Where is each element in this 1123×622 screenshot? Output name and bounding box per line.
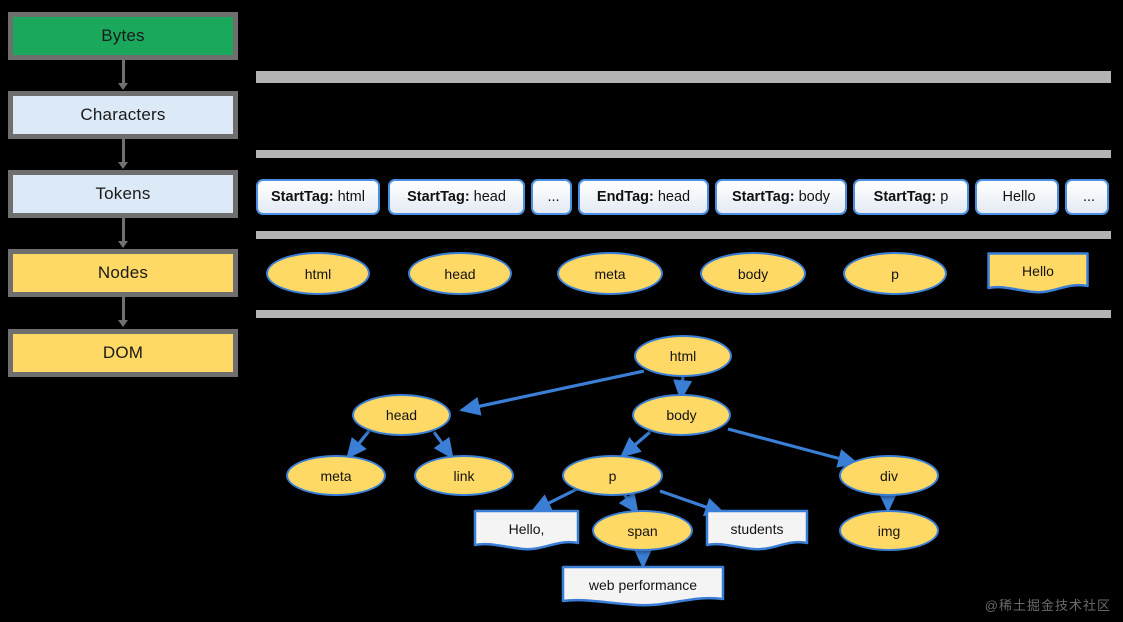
pipeline-connector-1 (122, 60, 125, 86)
separator-bar-nodes-bottom (256, 310, 1111, 318)
tree-node-img: img (839, 510, 939, 551)
node-chip-body: body (700, 252, 806, 295)
tree-node-label: Hello, (508, 520, 545, 537)
document-shape (473, 509, 580, 551)
tree-node-link: link (414, 455, 514, 496)
tree-node-label: body (666, 407, 697, 423)
watermark: @稀土掘金技术社区 (984, 598, 1111, 613)
pipeline-connector-3 (122, 218, 125, 244)
tree-node-head: head (352, 394, 451, 436)
pipeline-step-label: Characters (80, 105, 166, 124)
tree-node-label: head (385, 407, 418, 423)
tree-node-label: students (730, 520, 784, 537)
token-value: ... (1082, 189, 1096, 205)
document-shape (987, 252, 1089, 294)
token-chip: EndTag:head (578, 179, 709, 215)
token-chip: StartTag:p (853, 179, 969, 215)
pipeline-connector-2 (122, 139, 125, 165)
pipeline-arrowhead-3 (118, 241, 128, 248)
pipeline-arrowhead-1 (118, 83, 128, 90)
node-chip-hello-text: Hello (986, 251, 1090, 295)
token-value: html (337, 189, 365, 205)
tree-node-p: p (562, 455, 663, 496)
node-chip-head: head (408, 252, 512, 295)
tree-node-label: web performance (588, 576, 698, 593)
pipeline-step-label: Nodes (97, 263, 149, 282)
tree-node-span: span (592, 510, 693, 551)
tree-text-node-students: students (705, 509, 809, 553)
tree-node-html: html (634, 335, 732, 377)
token-value: body (798, 189, 831, 205)
pipeline-step-label: DOM (102, 343, 144, 362)
tree-node-label: link (453, 467, 475, 484)
token-chip-text: Hello (975, 179, 1059, 215)
token-value: Hello (1002, 189, 1036, 205)
token-kind: StartTag: (731, 189, 795, 205)
pipeline-step-tokens: Tokens (8, 170, 238, 218)
pipeline-connector-4 (122, 297, 125, 323)
separator-bar-nodes-top (256, 231, 1111, 239)
document-shape (561, 565, 725, 607)
document-shape (705, 509, 809, 551)
pipeline-arrowhead-2 (118, 162, 128, 169)
token-kind: StartTag: (271, 189, 334, 205)
pipeline-step-dom: DOM (8, 329, 238, 377)
token-kind: StartTag: (407, 189, 470, 205)
node-chip-p: p (843, 252, 947, 295)
separator-bar-characters (256, 71, 1111, 83)
separator-bar-tokens-top (256, 150, 1111, 158)
tree-node-meta: meta (286, 455, 386, 496)
pipeline-step-label: Tokens (95, 184, 151, 203)
tree-node-label: div (880, 467, 898, 484)
tree-node-label: p (608, 467, 617, 484)
node-chip-html: html (266, 252, 370, 295)
token-chip-ellipsis: ... (1065, 179, 1109, 215)
token-kind: EndTag: (596, 189, 654, 205)
node-label: body (737, 265, 769, 282)
node-label: p (891, 265, 899, 282)
token-chip: StartTag:body (715, 179, 847, 215)
tree-node-label: span (627, 522, 658, 539)
node-chip-meta: meta (557, 252, 663, 295)
token-chip-ellipsis: ... (531, 179, 572, 215)
tree-node-div: div (839, 455, 939, 496)
node-label: head (444, 265, 476, 282)
token-value: head (657, 189, 691, 205)
tree-text-node-web-performance: web performance (561, 565, 725, 609)
pipeline-step-nodes: Nodes (8, 249, 238, 297)
node-label: meta (594, 265, 626, 282)
tree-node-label: meta (320, 467, 352, 484)
token-value: ... (547, 189, 560, 205)
token-value: head (473, 189, 506, 205)
token-value: p (940, 189, 949, 205)
tree-node-body: body (632, 394, 731, 436)
tree-text-node-hello: Hello, (473, 509, 580, 553)
pipeline-step-label: Bytes (101, 26, 145, 45)
pipeline-arrowhead-4 (118, 320, 128, 327)
token-chip: StartTag:head (388, 179, 525, 215)
tree-node-label: img (877, 522, 901, 539)
token-chip: StartTag:html (256, 179, 380, 215)
node-label: Hello (1022, 262, 1054, 279)
node-label: html (304, 265, 332, 282)
token-kind: StartTag: (873, 189, 937, 205)
pipeline-step-characters: Characters (8, 91, 238, 139)
pipeline-step-bytes: Bytes (8, 12, 238, 60)
tree-node-label: html (669, 348, 697, 364)
